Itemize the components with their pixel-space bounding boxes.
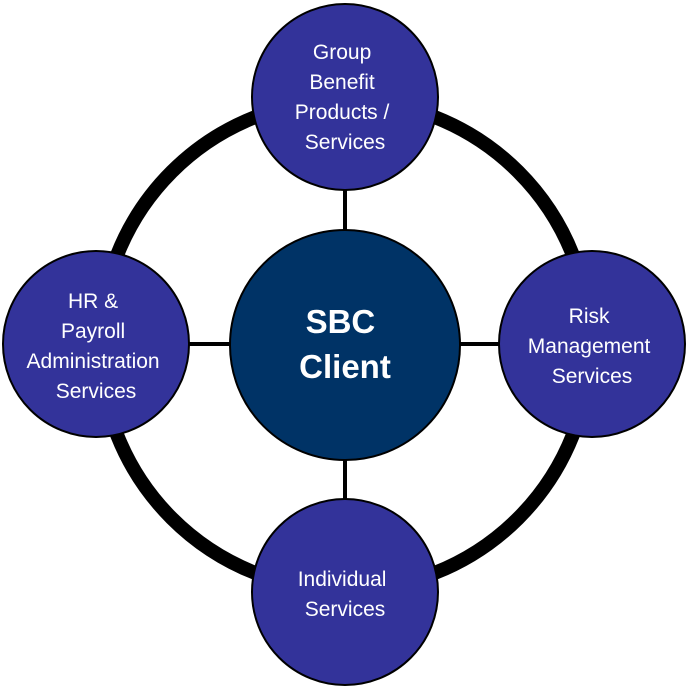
node-risk-management: Risk Management Services bbox=[498, 250, 686, 438]
node-label-line: HR & bbox=[68, 290, 118, 313]
node-label-line: Risk bbox=[569, 305, 610, 328]
node-label: Individual Services bbox=[298, 568, 393, 621]
center-circle bbox=[229, 229, 461, 461]
node-label-line: Services bbox=[305, 598, 386, 621]
node-label-line: Payroll bbox=[61, 320, 125, 343]
center-node: SBC Client bbox=[229, 229, 461, 461]
node-label-line: Services bbox=[305, 131, 386, 154]
node-circle bbox=[2, 250, 190, 438]
node-label-line: Management bbox=[528, 335, 651, 358]
node-circle bbox=[498, 250, 686, 438]
node-label: Risk Management Services bbox=[528, 305, 656, 388]
node-label-line: Services bbox=[56, 380, 137, 403]
node-label-line: Group bbox=[313, 41, 371, 64]
node-circle bbox=[251, 3, 439, 191]
node-label: Group Benefit Products / Services bbox=[295, 41, 395, 154]
node-group-benefit: Group Benefit Products / Services bbox=[251, 3, 439, 191]
node-label-line: Individual bbox=[298, 568, 387, 591]
node-label-line: Products / bbox=[295, 101, 390, 124]
center-label-line: SBC bbox=[306, 303, 376, 340]
node-hr-payroll: HR & Payroll Administration Services bbox=[2, 250, 190, 438]
center-label: SBC Client bbox=[299, 303, 391, 385]
node-label: HR & Payroll Administration Services bbox=[27, 290, 166, 403]
node-label-line: Benefit bbox=[309, 71, 375, 94]
node-circle bbox=[251, 498, 439, 686]
node-individual-services: Individual Services bbox=[251, 498, 439, 686]
node-label-line: Administration bbox=[27, 350, 160, 373]
center-label-line: Client bbox=[299, 348, 391, 385]
node-label-line: Services bbox=[552, 365, 633, 388]
